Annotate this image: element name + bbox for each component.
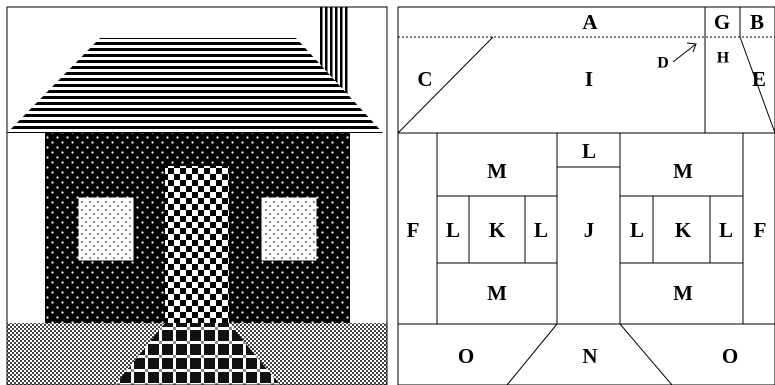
label-a: A (582, 10, 598, 34)
label-b: B (750, 10, 764, 34)
label-l-top: L (582, 139, 596, 163)
window-left (79, 198, 133, 260)
label-h: H (717, 50, 730, 67)
label-m-bottom-right: M (673, 281, 693, 305)
label-l-right-1: L (630, 218, 644, 242)
seam-path-right (620, 324, 672, 385)
label-e: E (752, 67, 766, 91)
pointer-arrow-line (673, 44, 696, 62)
label-g: G (714, 10, 730, 34)
label-l-left-2: L (534, 218, 548, 242)
label-m-top-right: M (673, 159, 693, 183)
window-right (262, 198, 316, 260)
label-k-left: K (489, 218, 506, 242)
door-checkered (165, 166, 229, 323)
label-m-bottom-left: M (487, 281, 507, 305)
label-m-top-left: M (487, 159, 507, 183)
diagram-labels: A G B H D C I E L M M F L K L J L K L F … (407, 10, 767, 368)
label-l-right-2: L (719, 218, 733, 242)
seam-path-left (507, 324, 557, 385)
label-o-left: O (458, 344, 474, 368)
label-i: I (585, 67, 593, 91)
label-l-left-1: L (446, 218, 460, 242)
label-c: C (417, 67, 432, 91)
label-j: J (584, 218, 595, 242)
label-o-right: O (722, 344, 738, 368)
label-d: D (657, 55, 669, 72)
house-illustration (7, 7, 387, 385)
label-f-right: F (754, 218, 767, 242)
label-k-right: K (675, 218, 692, 242)
label-n: N (582, 344, 597, 368)
label-f-left: F (407, 218, 420, 242)
seam-roof-left (398, 37, 493, 133)
